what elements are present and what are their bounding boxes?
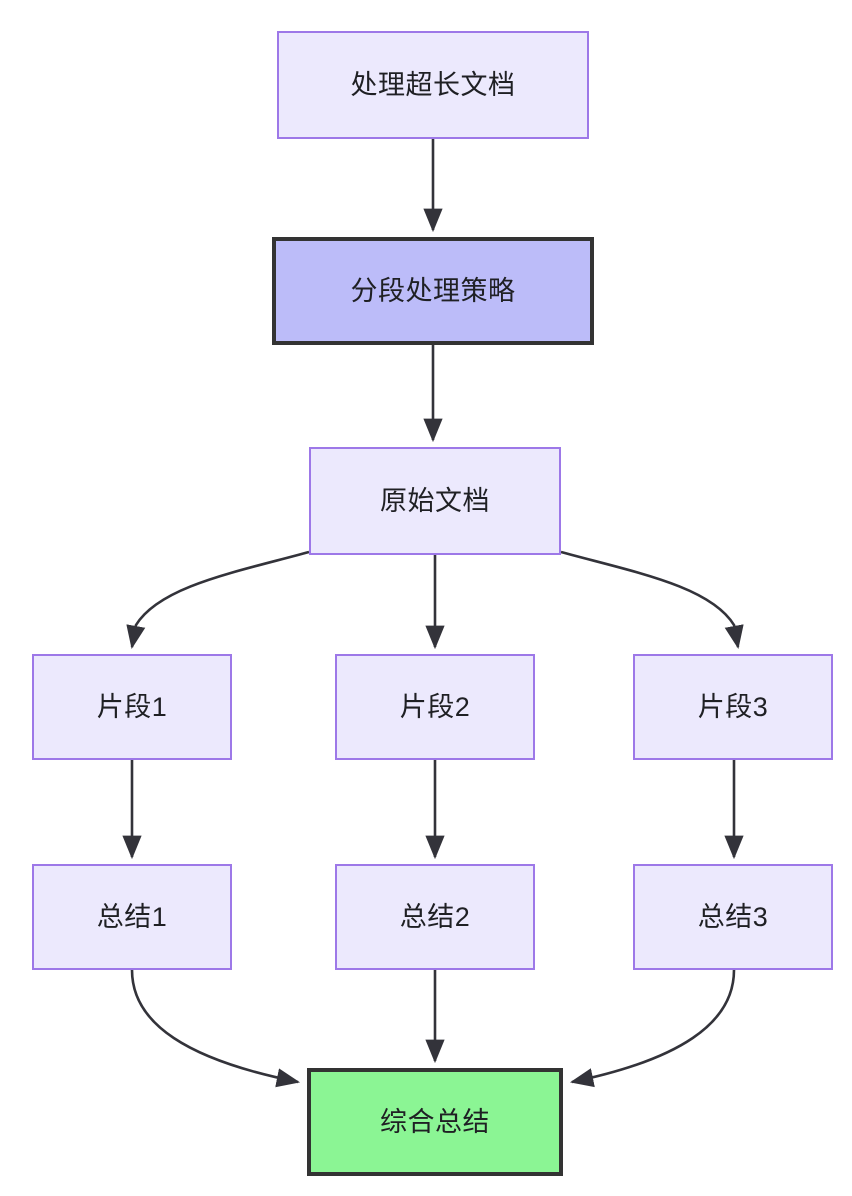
- node-summary-2[interactable]: 总结2: [335, 864, 535, 970]
- node-doc-task[interactable]: 处理超长文档: [277, 31, 589, 139]
- node-strategy-label: 分段处理策略: [350, 275, 516, 306]
- edge-summary-3-to-final: [569, 969, 736, 1088]
- node-final-label: 综合总结: [380, 1106, 490, 1137]
- node-summary-3[interactable]: 总结3: [633, 864, 833, 970]
- node-summary-3-label: 总结3: [697, 901, 769, 932]
- node-chunk-2[interactable]: 片段2: [335, 654, 535, 760]
- edge-source-to-chunk-3: [560, 550, 744, 650]
- node-source-label: 原始文档: [380, 485, 490, 516]
- edge-summary-1-to-final: [130, 969, 301, 1088]
- node-chunk-3[interactable]: 片段3: [633, 654, 833, 760]
- node-chunk-1-label: 片段1: [96, 691, 168, 722]
- edge-source-to-chunk-1: [126, 550, 310, 650]
- node-summary-1[interactable]: 总结1: [32, 864, 232, 970]
- node-chunk-2-label: 片段2: [399, 691, 471, 722]
- node-chunk-1[interactable]: 片段1: [32, 654, 232, 760]
- node-final-summary[interactable]: 综合总结: [307, 1068, 563, 1176]
- node-source-document[interactable]: 原始文档: [309, 447, 561, 555]
- node-strategy[interactable]: 分段处理策略: [272, 237, 594, 345]
- node-summary-1-label: 总结1: [96, 901, 168, 932]
- node-chunk-3-label: 片段3: [697, 691, 769, 722]
- node-doc-task-label: 处理超长文档: [350, 69, 516, 100]
- node-summary-2-label: 总结2: [399, 901, 471, 932]
